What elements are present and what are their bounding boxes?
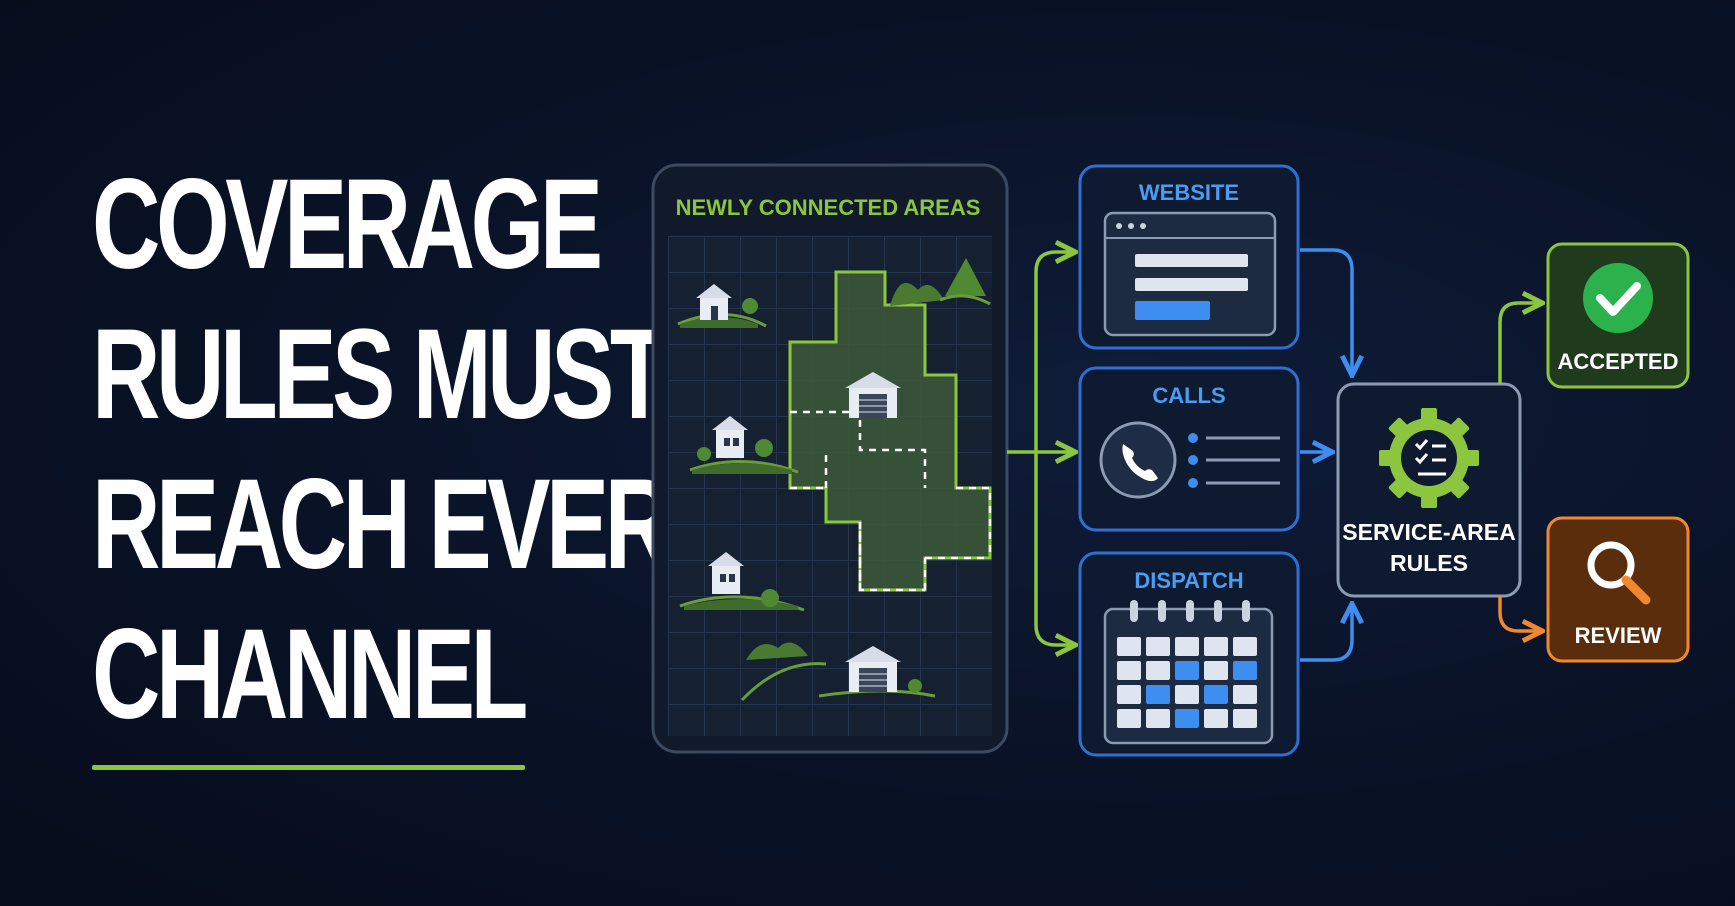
calendar-cell [1117,709,1141,728]
calendar-cell [1146,685,1170,704]
website-panel: WEBSITE [1078,164,1300,350]
house-icon [679,552,805,612]
magnifier-icon [1587,541,1651,605]
calendar-cell [1233,661,1257,680]
calendar-cell [1204,709,1228,728]
map-title: NEWLY CONNECTED AREAS [676,195,981,220]
warehouse-icon [845,372,901,418]
calendar-cell [1117,685,1141,704]
calendar-cell [1204,685,1228,704]
gear-checklist-icon [1379,408,1479,508]
calendar-cell [1175,685,1199,704]
calendar-cell [1117,637,1141,656]
accepted-panel: ACCEPTED [1546,242,1690,389]
calendar-cell [1146,637,1170,656]
area-boundaries [790,410,990,590]
map-panel: NEWLY CONNECTED AREAS [651,163,1009,754]
calendar-cell [1204,661,1228,680]
calendar-cell [1233,685,1257,704]
house-icon [689,416,799,474]
calendar-ring [1158,600,1166,622]
rules-label-line-2: RULES [1390,550,1468,576]
calendar-ring [1242,600,1250,622]
channels-to-rules-arrows [1300,248,1352,662]
review-panel: REVIEW [1546,516,1690,663]
map-to-channels-arrows [1007,252,1073,645]
tree-icon [740,258,991,702]
headline-line-4: CHANNEL [92,603,528,746]
calendar-ring [1130,600,1138,622]
calls-label: CALLS [1152,383,1225,408]
house-icon [677,284,767,328]
calendar-icon [1103,600,1274,745]
website-label: WEBSITE [1139,180,1239,205]
calendar-cell [1175,661,1199,680]
rules-to-outcomes-arrows [1498,303,1540,631]
dispatch-label: DISPATCH [1134,568,1243,593]
checkmark-icon [1583,263,1653,333]
area-boundary-outline [790,486,992,592]
call-list-icon [1188,433,1280,488]
service-area-rules-panel: SERVICE-AREA RULES [1336,382,1522,598]
calendar-ring [1214,600,1222,622]
phone-icon [1099,421,1177,499]
calendar-cell [1233,637,1257,656]
calls-panel: CALLS [1078,366,1300,532]
calendar-cell [1204,637,1228,656]
calendar-cell [1117,661,1141,680]
calendar-cell [1175,709,1199,728]
accepted-label: ACCEPTED [1557,349,1678,374]
calendar-cell [1233,709,1257,728]
dispatch-panel: DISPATCH [1078,551,1300,757]
headline-underline [92,765,525,770]
calendar-cell [1146,661,1170,680]
warehouse-icon [818,646,936,698]
calendar-cell [1175,637,1199,656]
rules-label-line-1: SERVICE-AREA [1342,519,1515,545]
review-label: REVIEW [1575,623,1662,648]
calendar-cell [1146,709,1170,728]
calendar-ring [1186,600,1194,622]
browser-window-icon [1103,211,1277,337]
